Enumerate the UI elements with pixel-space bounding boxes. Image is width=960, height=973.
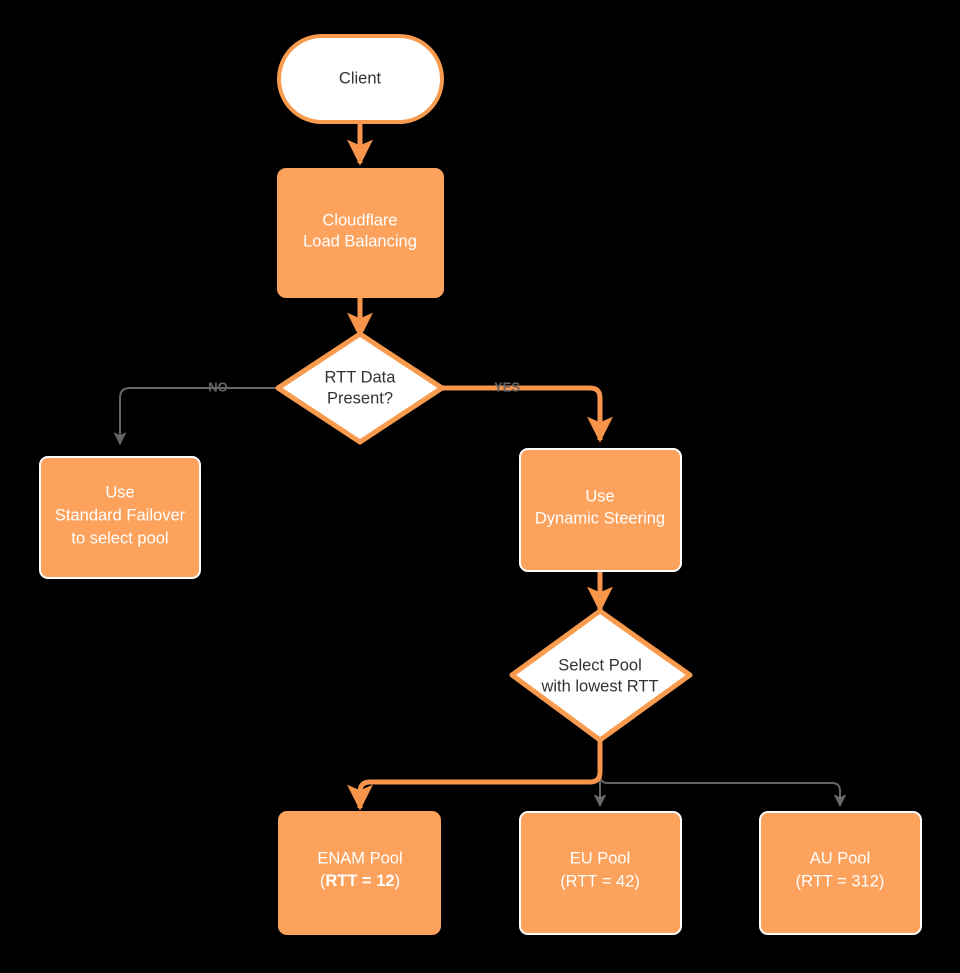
node-cloudflare-load-balancing-line1: Cloudflare: [322, 211, 397, 229]
node-eu-pool-line2: (RTT = 42): [560, 872, 640, 890]
node-au-pool-line1: AU Pool: [810, 849, 871, 867]
node-au-pool[interactable]: AU Pool (RTT = 312): [759, 811, 922, 935]
node-select-pool-line1: Select Pool: [558, 656, 641, 674]
node-au-pool-shape[interactable]: [759, 811, 922, 935]
node-enam-pool-line1: ENAM Pool: [317, 849, 402, 867]
node-cloudflare-load-balancing-shape[interactable]: [277, 168, 444, 298]
node-standard-failover-line2: Standard Failover: [55, 506, 186, 524]
edge-label-no: NO: [208, 379, 228, 394]
edges-layer: [113, 120, 847, 811]
node-rtt-data-present-decision[interactable]: RTT Data Present?: [275, 331, 445, 445]
node-standard-failover[interactable]: Use Standard Failover to select pool: [39, 456, 201, 579]
node-dynamic-steering[interactable]: Use Dynamic Steering: [519, 448, 682, 572]
node-dynamic-steering-shape[interactable]: [519, 448, 682, 572]
node-rtt-data-present-line1: RTT Data: [325, 368, 397, 386]
edge-selectpool-to-enam: [347, 740, 603, 811]
node-eu-pool-line1: EU Pool: [570, 849, 631, 867]
node-cloudflare-load-balancing-line2: Load Balancing: [303, 232, 417, 250]
node-enam-pool[interactable]: ENAM Pool (RTT = 12): [278, 811, 441, 935]
node-enam-pool-line2: (RTT = 12): [320, 872, 400, 890]
node-eu-pool-shape[interactable]: [519, 811, 682, 935]
node-cloudflare-load-balancing[interactable]: Cloudflare Load Balancing: [277, 168, 444, 298]
node-au-pool-line2: (RTT = 312): [796, 872, 885, 890]
node-dynamic-steering-line1: Use: [585, 487, 614, 505]
node-select-pool-shape[interactable]: [509, 608, 693, 743]
edge-labels-layer: NO YES: [208, 379, 520, 394]
node-rtt-data-present-shape[interactable]: [275, 331, 445, 445]
node-eu-pool[interactable]: EU Pool (RTT = 42): [519, 811, 682, 935]
edge-decision-yes-to-dynamic: [443, 385, 613, 443]
node-standard-failover-line1: Use: [105, 483, 134, 501]
edge-decision-no-to-failover: [113, 387, 277, 446]
edge-label-yes: YES: [494, 379, 520, 394]
node-select-pool-decision[interactable]: Select Pool with lowest RTT: [509, 608, 693, 743]
node-select-pool-line2: with lowest RTT: [540, 677, 658, 695]
node-enam-pool-shape[interactable]: [278, 811, 441, 935]
node-rtt-data-present-line2: Present?: [327, 389, 393, 407]
edge-selectpool-to-au: [599, 740, 847, 808]
node-standard-failover-line3: to select pool: [71, 529, 168, 547]
node-standard-failover-shape[interactable]: [39, 456, 201, 579]
node-client-shape[interactable]: [277, 34, 444, 124]
node-client[interactable]: Client: [277, 34, 444, 124]
node-client-label: Client: [339, 69, 382, 87]
node-dynamic-steering-line2: Dynamic Steering: [535, 509, 665, 527]
